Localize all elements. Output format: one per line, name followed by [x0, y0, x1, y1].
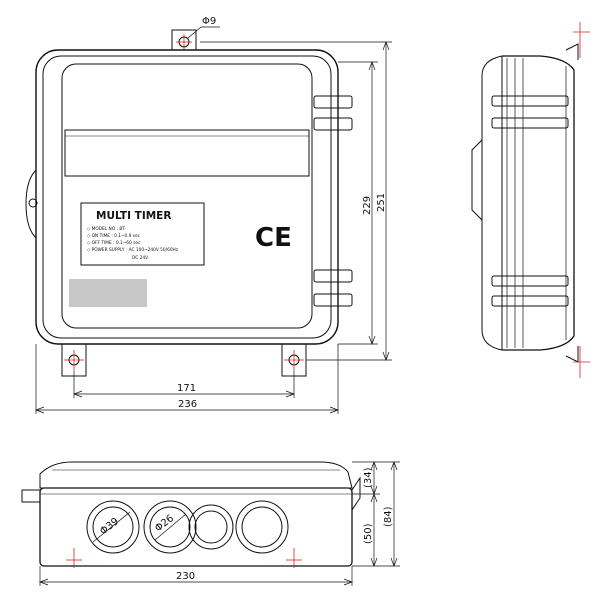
side-body-outline [502, 55, 575, 351]
bottom-right-flange [351, 476, 361, 511]
front-body-outline [35, 49, 339, 345]
product-label [80, 202, 205, 266]
left-side-screw [28, 198, 38, 208]
lid-height-dim: (34) [363, 467, 374, 488]
grey-sticker [69, 279, 147, 307]
width-total-dim: 236 [178, 399, 197, 410]
base-height-dim: (50) [363, 523, 374, 544]
bottom-view: Φ39 Φ26 230 (34) (50) (84) [21, 461, 400, 586]
side-view [471, 22, 590, 378]
bottom-view-lid [39, 461, 353, 489]
right-hinges [313, 90, 353, 310]
label-title: MULTI TIMER [96, 210, 171, 222]
label-line-5: DC 24V [132, 255, 148, 261]
height-total-dim: 251 [376, 193, 387, 212]
label-line-4: ◇ POWER SUPPLY : AC 100~240V 50/60Hz [87, 247, 179, 253]
label-line-1: ◇ MODEL NO : BT- [87, 226, 126, 232]
left-side-bulge [25, 169, 37, 239]
mount-hole-dim: Φ9 [202, 16, 216, 27]
top-mount-tab [171, 29, 197, 50]
front-lid-panel [61, 63, 313, 329]
front-view: Φ9 MULTI TIMER ◇ MODEL NO : BT- ◇ ON TIM… [25, 16, 392, 414]
hole-spacing-dim: 171 [177, 383, 196, 394]
cable-glands [86, 500, 289, 554]
bottom-view-base [39, 487, 353, 567]
front-body-inner-outline [42, 55, 332, 339]
width-bottom-dim: 230 [176, 571, 195, 582]
side-latch [471, 139, 483, 221]
bottom-left-flange [21, 489, 41, 503]
ce-mark: CE [255, 223, 292, 253]
label-line-3: ◇ OFF TIME : 0.1~60 sec [87, 240, 141, 246]
port-small-dim: Φ26 [153, 513, 176, 534]
label-line-2: ◇ ON TIME : 0.1~0.9 sec [87, 233, 141, 239]
display-window [64, 129, 310, 177]
height-body-dim: 229 [362, 196, 373, 215]
depth-total-dim: (84) [383, 506, 394, 527]
port-large-dim: Φ39 [98, 516, 121, 537]
side-body-back [481, 55, 503, 351]
